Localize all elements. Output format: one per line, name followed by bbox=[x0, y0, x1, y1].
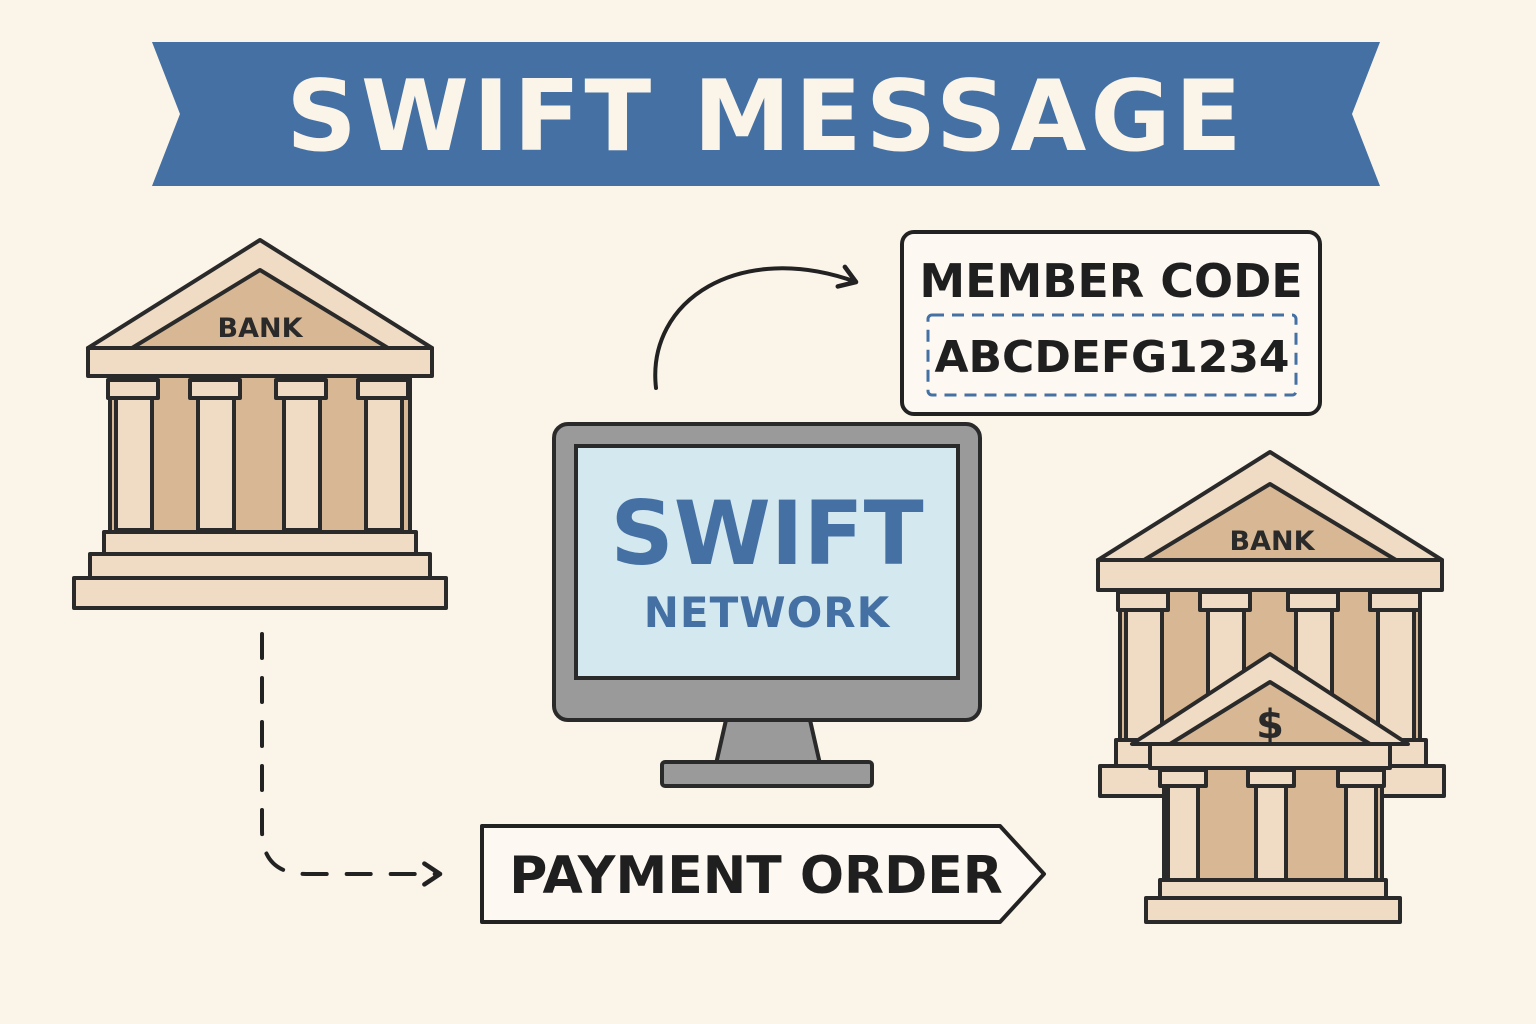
front-bank-column bbox=[1344, 784, 1378, 882]
member-code-outline bbox=[900, 230, 1322, 416]
left-bank-column bbox=[364, 396, 404, 532]
left-bank-column bbox=[196, 396, 236, 532]
member-code-dashed-field bbox=[926, 313, 1298, 397]
title-banner: SWIFT MESSAGE bbox=[152, 42, 1380, 186]
left-bank-wall bbox=[108, 374, 412, 534]
payment-order-tag: PAYMENT ORDER bbox=[480, 824, 1046, 924]
payment-order-label: PAYMENT ORDER bbox=[509, 846, 1003, 906]
right-bank-entablature bbox=[1096, 558, 1444, 592]
front-bank-column bbox=[1166, 784, 1200, 882]
front-bank-column bbox=[1254, 784, 1288, 882]
dashed-flow-arrow bbox=[260, 632, 443, 887]
network-title: SWIFT bbox=[610, 482, 923, 585]
member-code-value: ABCDEFG1234 bbox=[934, 332, 1289, 383]
right-bank-column-cap bbox=[1198, 590, 1252, 612]
member-code-label: MEMBER CODE bbox=[919, 254, 1302, 308]
left-bank-step bbox=[102, 530, 418, 556]
left-bank-icon bbox=[72, 238, 448, 610]
monitor-screen bbox=[574, 444, 960, 680]
left-bank-base bbox=[72, 576, 448, 610]
left-bank-entablature bbox=[86, 346, 434, 378]
left-bank-label: BANK bbox=[218, 313, 304, 344]
left-bank-column-cap bbox=[356, 378, 410, 400]
left-bank-column-cap bbox=[106, 378, 160, 400]
network-subtitle: NETWORK bbox=[644, 588, 891, 637]
payment-order-outline bbox=[480, 824, 1046, 924]
monitor-stand bbox=[660, 760, 874, 788]
right-bank-column-cap bbox=[1286, 590, 1340, 612]
left-bank-column-cap bbox=[188, 378, 242, 400]
dollar-sign-icon: $ bbox=[1256, 702, 1284, 748]
curved-arrow bbox=[653, 264, 859, 390]
left-bank-column-cap bbox=[274, 378, 328, 400]
front-bank-icon bbox=[1130, 652, 1410, 924]
banner-ribbon bbox=[152, 42, 1380, 186]
right-bank-column-cap bbox=[1368, 590, 1422, 612]
front-bank-column-cap bbox=[1336, 768, 1386, 788]
monitor-neck bbox=[714, 718, 822, 766]
left-bank-column bbox=[282, 396, 322, 532]
right-bank-column-cap bbox=[1116, 590, 1170, 612]
banner-title: SWIFT MESSAGE bbox=[286, 60, 1246, 174]
right-bank-label: BANK bbox=[1230, 526, 1316, 557]
swift-network-monitor: SWIFT NETWORK bbox=[552, 422, 982, 788]
left-bank-column bbox=[114, 396, 154, 532]
left-bank-step bbox=[88, 552, 432, 580]
front-bank-column-cap bbox=[1158, 768, 1208, 788]
front-bank-column-cap bbox=[1246, 768, 1296, 788]
member-code-box: MEMBER CODE ABCDEFG1234 bbox=[900, 230, 1322, 416]
front-bank-base bbox=[1144, 896, 1402, 924]
